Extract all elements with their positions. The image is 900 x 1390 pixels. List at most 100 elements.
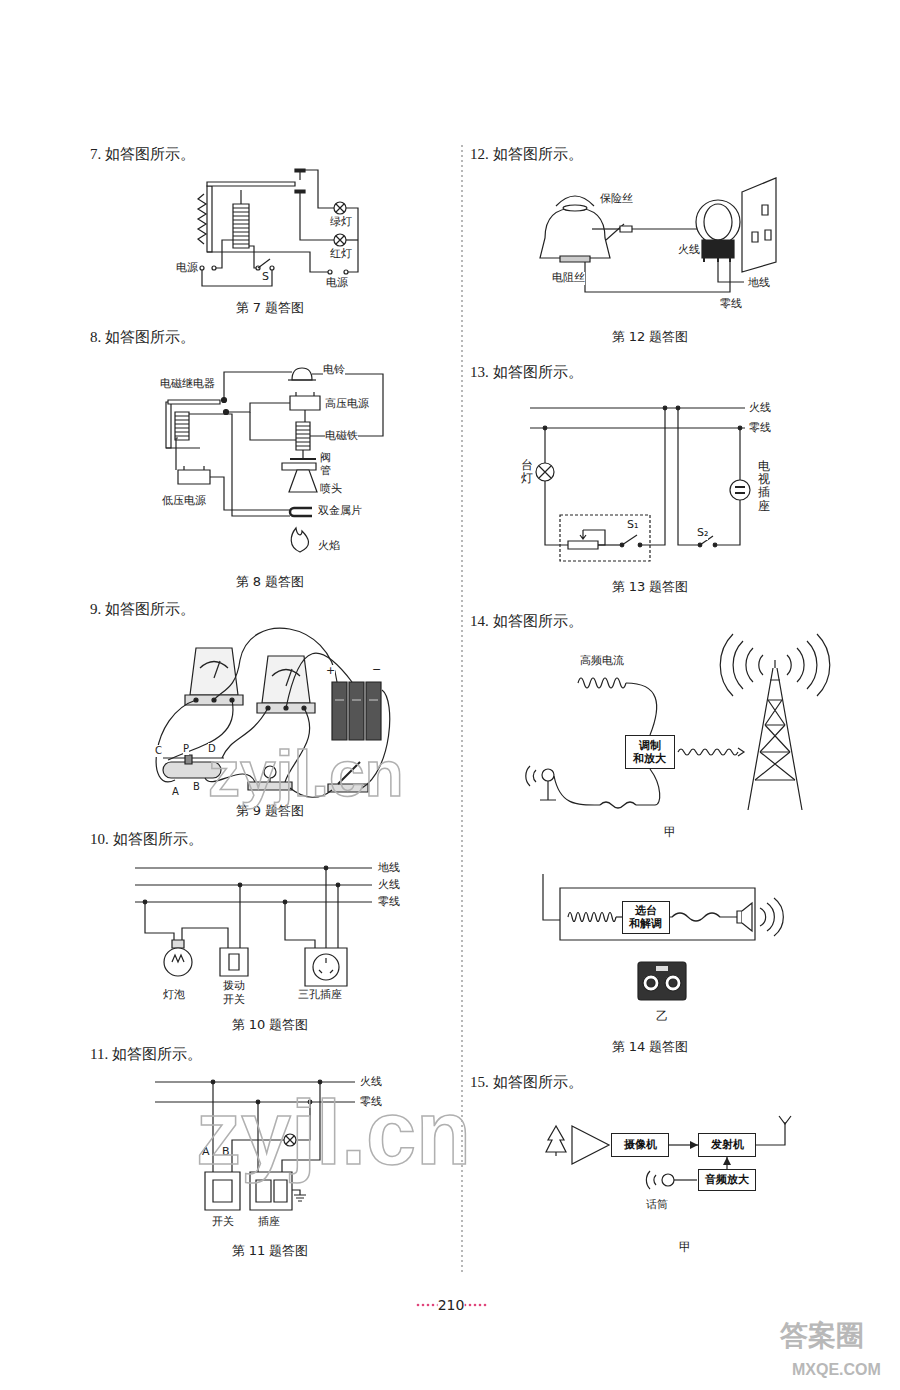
radio-transmitter-fig14a [526,634,830,810]
answer-line: 11. 如答图所示。 [90,1046,202,1063]
alarm-circuit-fig8-part [168,400,220,404]
relay-circuit-fig7-part [207,186,212,252]
component-label: 电源 [326,277,348,290]
component-label: 电阻丝 [552,272,585,285]
radio-transmitter-fig14a-part [787,634,830,696]
house-wiring-fig13-part [738,426,742,430]
radio-receiver-fig14b-part [670,913,737,921]
answer-line: 10. 如答图所示。 [90,831,203,848]
answer-line: 12. 如答图所示。 [470,146,583,163]
circuit-fig9-part [349,682,364,740]
alarm-circuit-fig8-part [288,379,316,380]
house-wiring-fig13 [530,406,750,561]
component-label: 绿灯 [330,216,352,229]
radio-receiver-fig14b-part [638,962,686,1000]
house-wiring-fig13-part [640,408,665,545]
house-wiring-fig10-part [143,900,147,904]
answer-line: 13. 如答图所示。 [470,364,583,381]
block-box: 音频放大 [698,1169,756,1191]
kettle-fig12-part [620,226,632,232]
house-wiring-fig13-part [583,530,605,545]
alarm-circuit-fig8-part [304,410,305,422]
house-wiring-fig11-part [274,1180,287,1202]
radio-transmitter-fig14a-part [755,700,795,780]
component-label: 火焰 [318,540,340,553]
circuit-fig9-part [156,700,196,782]
kettle-fig12-part [762,205,768,215]
box-text: 发射机 [711,1138,744,1151]
component-label: 高压电源 [325,398,369,411]
alarm-circuit-fig8-part [175,416,189,436]
relay-circuit-fig7-part [336,236,344,244]
radio-transmitter-fig14a-part [554,776,600,805]
house-wiring-fig10-part [336,883,340,887]
radio-transmitter-fig14a-part [540,781,556,800]
house-wiring-fig11-part [213,1180,232,1202]
house-wiring-fig13-part [536,463,554,481]
page-dots-part [432,1304,435,1307]
house-wiring-fig13-part [713,543,717,547]
house-wiring-fig10-part [164,948,192,976]
alarm-circuit-fig8-part [290,396,320,410]
kettle-fig12-part [556,196,594,206]
radio-receiver-fig14b [543,874,783,1000]
circuit-fig9-part [200,662,228,669]
radio-transmitter-fig14a-part [755,680,795,780]
relay-circuit-fig7-part [334,202,346,214]
tv-transmitter-fig15-part [756,1122,785,1145]
kettle-fig12-part [560,256,590,262]
house-wiring-fig11-part [292,1190,306,1201]
tv-transmitter-fig15-part [572,1126,609,1164]
house-wiring-fig13-part [543,426,547,430]
page-dots-part [484,1304,487,1307]
alarm-circuit-fig8-part [228,403,290,412]
kettle-fig12-part [742,178,776,272]
house-wiring-fig10-part [285,902,315,948]
house-wiring-fig13-part [663,406,667,410]
component-label: 三孔插座 [298,989,342,1002]
relay-circuit-fig7-part [198,194,206,244]
house-wiring-fig13-part [678,408,698,545]
component-label: 电铃 [323,364,345,377]
house-wiring-fig13-part [730,480,750,500]
relay-circuit-fig7-part [300,206,334,240]
kettle-fig12-part [585,262,730,292]
radio-receiver-fig14b-part [543,874,560,920]
relay-circuit-fig7-part [207,251,265,252]
relay-circuit-fig7-part [207,182,295,186]
house-wiring-fig13-part [530,408,745,428]
house-wiring-fig10 [135,866,372,986]
alarm-circuit-fig8-part [224,372,292,398]
figure-caption: 第 7 题答图 [236,301,305,316]
component-label: 地线 [378,862,400,875]
relay-circuit-fig7-part [240,190,241,204]
alarm-circuit-fig8-part [290,508,312,516]
page-dots-part [479,1304,482,1307]
alarm-circuit-fig8 [166,368,383,552]
kettle-fig12-part [540,208,610,258]
figure-caption: 第 13 题答图 [612,580,689,595]
radio-transmitter-fig14a-part [738,748,744,756]
box-text: 摄像机 [624,1138,657,1151]
relay-circuit-fig7-part [344,270,348,274]
house-wiring-fig11-part [211,1080,215,1084]
radio-transmitter-fig14a-part [748,660,802,810]
tv-transmitter-fig15-part [662,1174,674,1186]
answer-line: 15. 如答图所示。 [470,1074,583,1091]
relay-circuit-fig7-part [258,259,270,268]
circuit-fig9-part [332,682,347,740]
kettle-fig12-part [765,230,771,240]
relay-circuit-fig7-part [233,208,249,244]
relay-circuit-fig7-part [270,266,274,270]
relay-circuit-fig7-part [233,204,249,248]
page-dots-part [469,1304,472,1307]
alarm-circuit-fig8-part [166,402,171,448]
circuit-fig9-part [286,669,292,686]
component-label: − [372,664,381,677]
page-dots-part [427,1304,430,1307]
house-wiring-fig13-part [598,544,620,545]
tv-transmitter-fig15-part [646,1171,656,1189]
block-box: 发射机 [698,1133,756,1157]
component-label: 管 [320,465,331,478]
alarm-circuit-fig8-part [302,450,303,458]
